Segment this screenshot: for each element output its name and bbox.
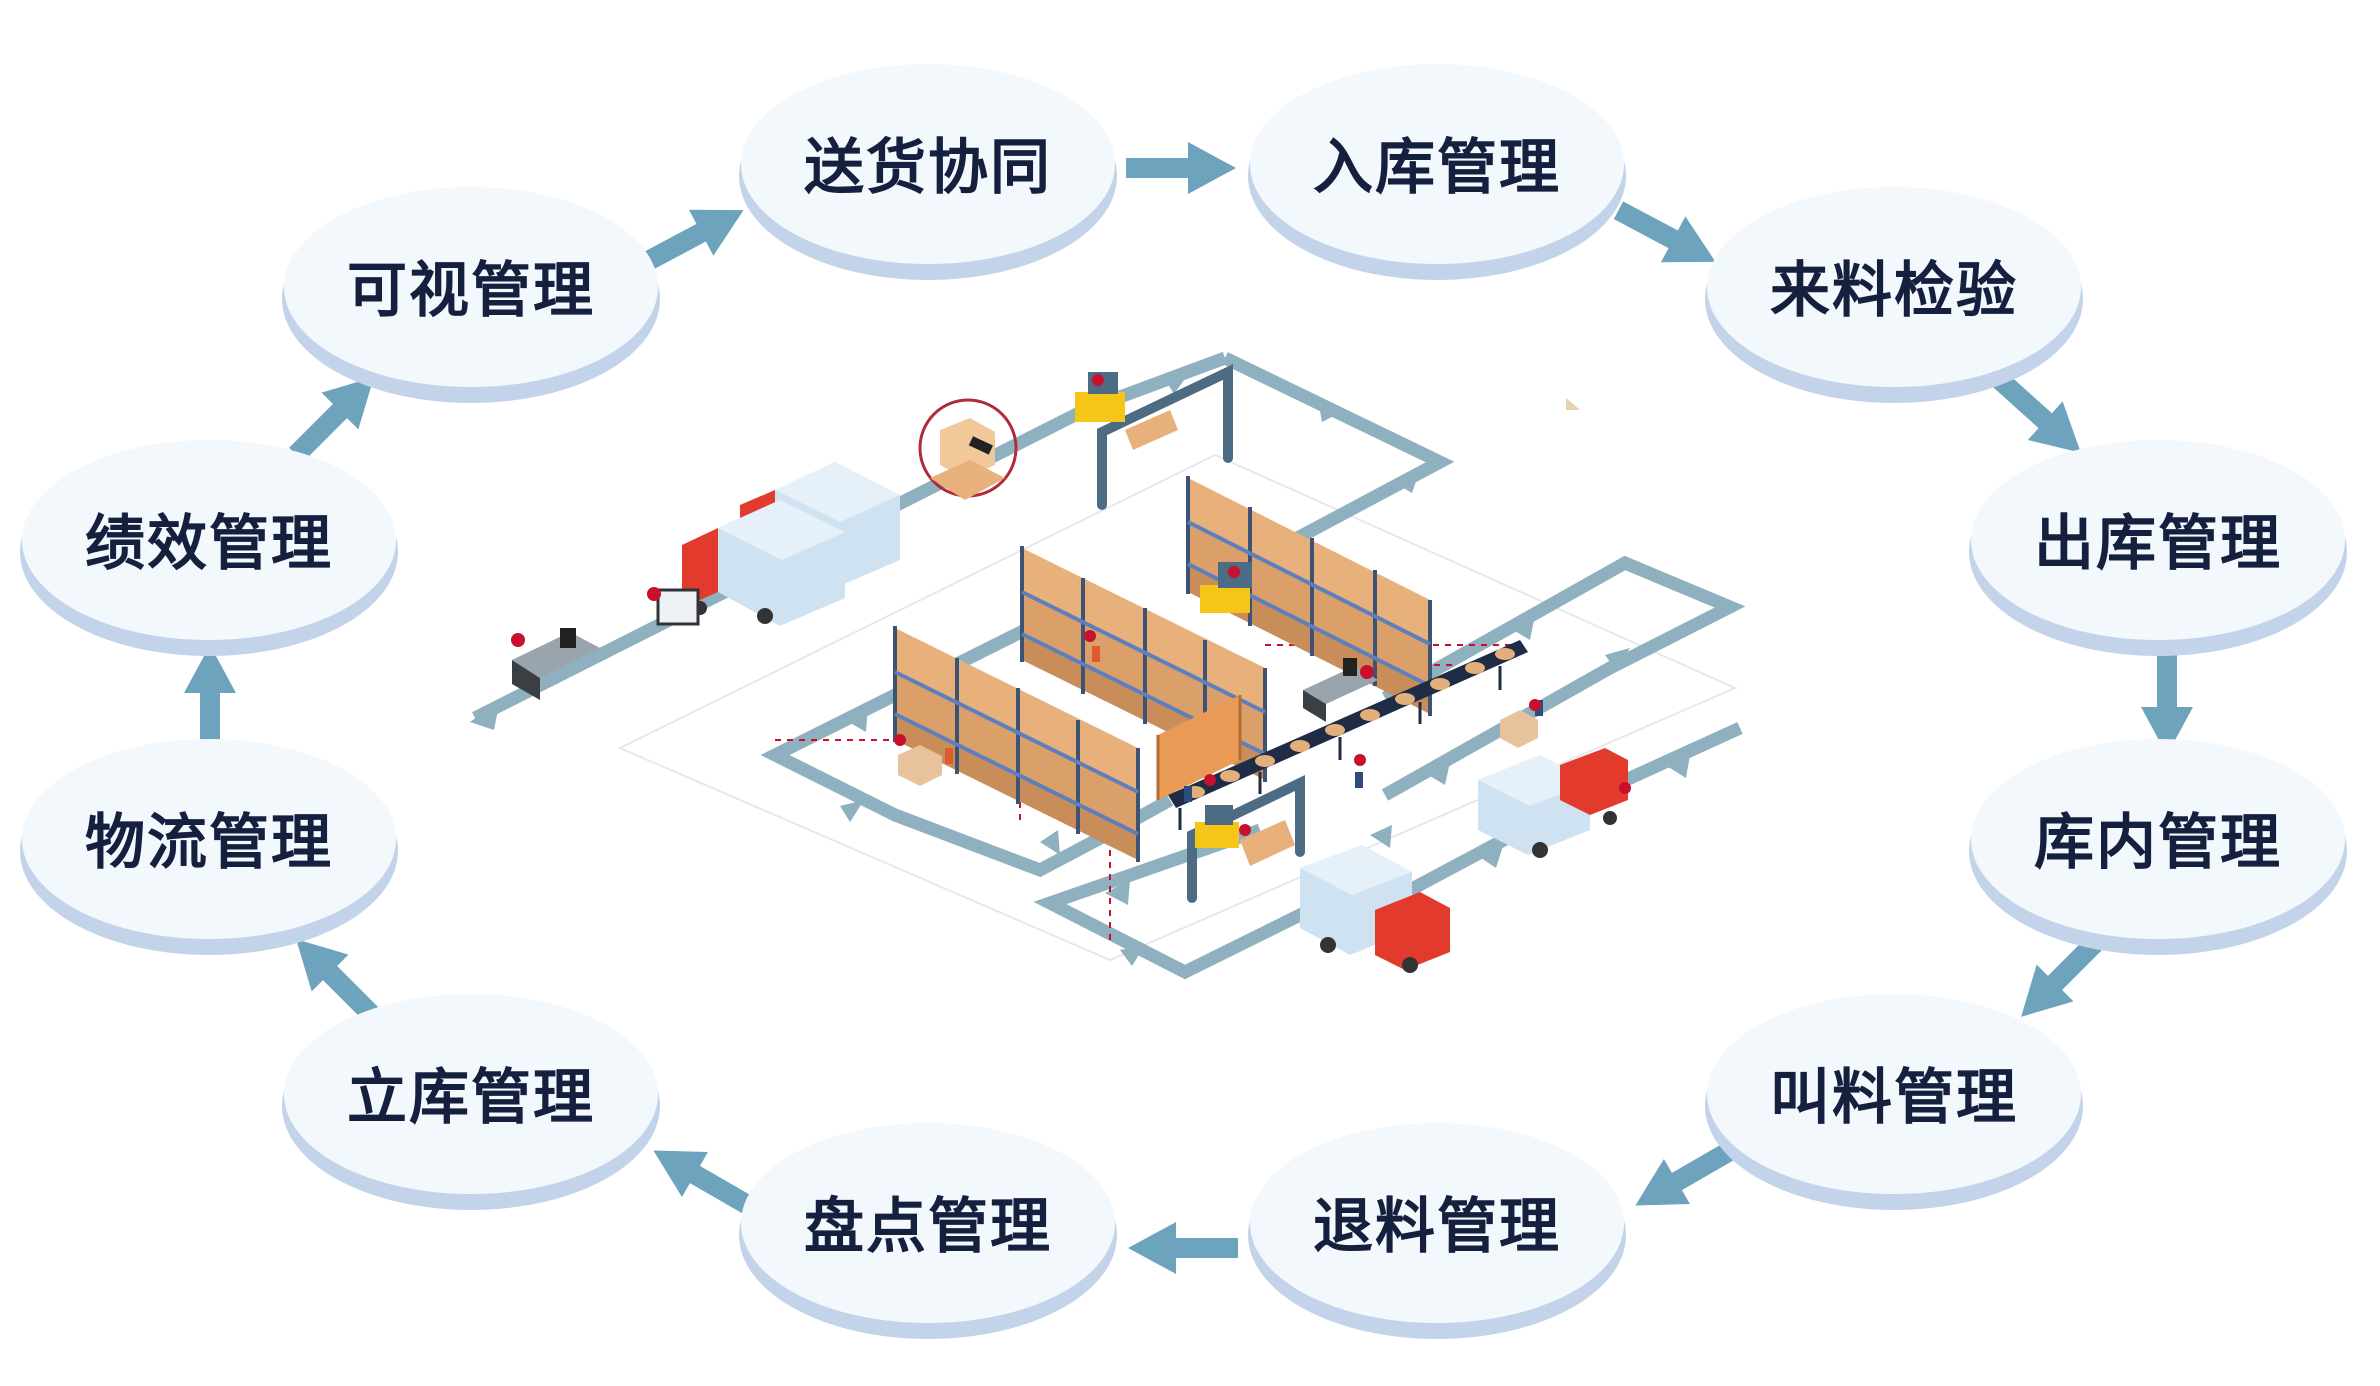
node-label: 绩效管理	[85, 508, 333, 579]
flow-arrow-2	[1605, 185, 1728, 286]
node-label: 物流管理	[85, 807, 333, 878]
storage-rack	[893, 626, 1140, 862]
flow-arrow-10	[182, 645, 238, 755]
node-visualization-management[interactable]: 可视管理	[282, 187, 660, 403]
node-stocktaking-management[interactable]: 盘点管理	[739, 1123, 1117, 1339]
path-arrow-icon	[1665, 755, 1690, 778]
flow-arrow-6	[1621, 1126, 1744, 1229]
flow-arrow-7	[1128, 1220, 1238, 1276]
path-arrow-icon	[845, 705, 868, 732]
node-label: 立库管理	[347, 1062, 595, 1133]
path-arrow-icon	[1510, 615, 1535, 640]
node-label: 库内管理	[2034, 807, 2282, 878]
path-arrow-icon	[1318, 400, 1345, 422]
node-label: 入库管理	[1313, 132, 1561, 203]
node-label: 来料检验	[1770, 255, 2018, 326]
path-arrow-icon	[1370, 825, 1392, 848]
node-label: 出库管理	[2034, 508, 2282, 579]
node-label: 叫料管理	[1770, 1062, 2018, 1133]
workstation	[1303, 658, 1378, 722]
path-arrow-icon	[1120, 945, 1145, 966]
node-incoming-inspection[interactable]: 来料检验	[1705, 187, 2083, 403]
flow-arrow-1	[1126, 140, 1236, 196]
floor-outline	[617, 453, 1738, 962]
path-arrow-icon	[1425, 762, 1450, 785]
node-logistics-management[interactable]: 物流管理	[20, 739, 398, 955]
inbound-truck	[682, 500, 845, 626]
node-material-call-management[interactable]: 叫料管理	[1705, 994, 2083, 1210]
outbound-truck	[1478, 748, 1628, 858]
node-label: 退料管理	[1313, 1191, 1561, 1262]
gantry-crane-top	[1097, 364, 1233, 510]
path-arrow-icon	[1605, 648, 1630, 670]
gantry-crane-bottom	[1187, 775, 1305, 903]
forklift	[1195, 805, 1295, 866]
workstation	[511, 628, 600, 700]
status-marker-icon	[894, 374, 1631, 836]
node-material-return-management[interactable]: 退料管理	[1248, 1123, 1626, 1339]
forklift	[1200, 562, 1252, 613]
path-arrow-icon	[470, 700, 500, 730]
node-in-warehouse-management[interactable]: 库内管理	[1969, 739, 2347, 955]
path-arrow-icon	[1478, 846, 1503, 868]
flow-arrow-9	[276, 919, 393, 1036]
barcode-scan-badge	[918, 398, 1018, 500]
bottom-loop-path	[1033, 823, 1313, 980]
forklift	[1075, 372, 1178, 450]
pallet-box	[898, 710, 1538, 786]
node-label: 可视管理	[347, 255, 595, 326]
path-arrow-icon	[840, 800, 864, 822]
flow-arrow-5	[2001, 919, 2118, 1036]
node-performance-management[interactable]: 绩效管理	[20, 440, 398, 656]
node-asrs-management[interactable]: 立库管理	[282, 994, 660, 1210]
path-arrow-icon	[1163, 372, 1190, 394]
decorative-mark	[1566, 398, 1580, 410]
path-arrow-icon	[1040, 830, 1060, 855]
node-delivery-collaboration[interactable]: 送货协同	[739, 64, 1117, 280]
scanner-display	[647, 587, 700, 626]
small-storage-rack	[1156, 695, 1242, 800]
warehouse-illustration	[470, 351, 1746, 980]
flow-arrow-4	[2139, 645, 2195, 755]
node-inbound-management[interactable]: 入库管理	[1248, 64, 1626, 280]
node-label: 盘点管理	[804, 1191, 1052, 1262]
path-arrow-icon	[1105, 880, 1130, 905]
path-arrow-icon	[1395, 470, 1420, 493]
flow-arrow-11	[276, 357, 393, 474]
outbound-truck	[1300, 845, 1450, 973]
flow-arrow-8	[639, 1126, 762, 1229]
node-label: 送货协同	[804, 132, 1052, 203]
flow-arrow-12	[633, 185, 756, 286]
flow-arrow-3	[1980, 358, 2099, 473]
node-outbound-management[interactable]: 出库管理	[1969, 440, 2347, 656]
